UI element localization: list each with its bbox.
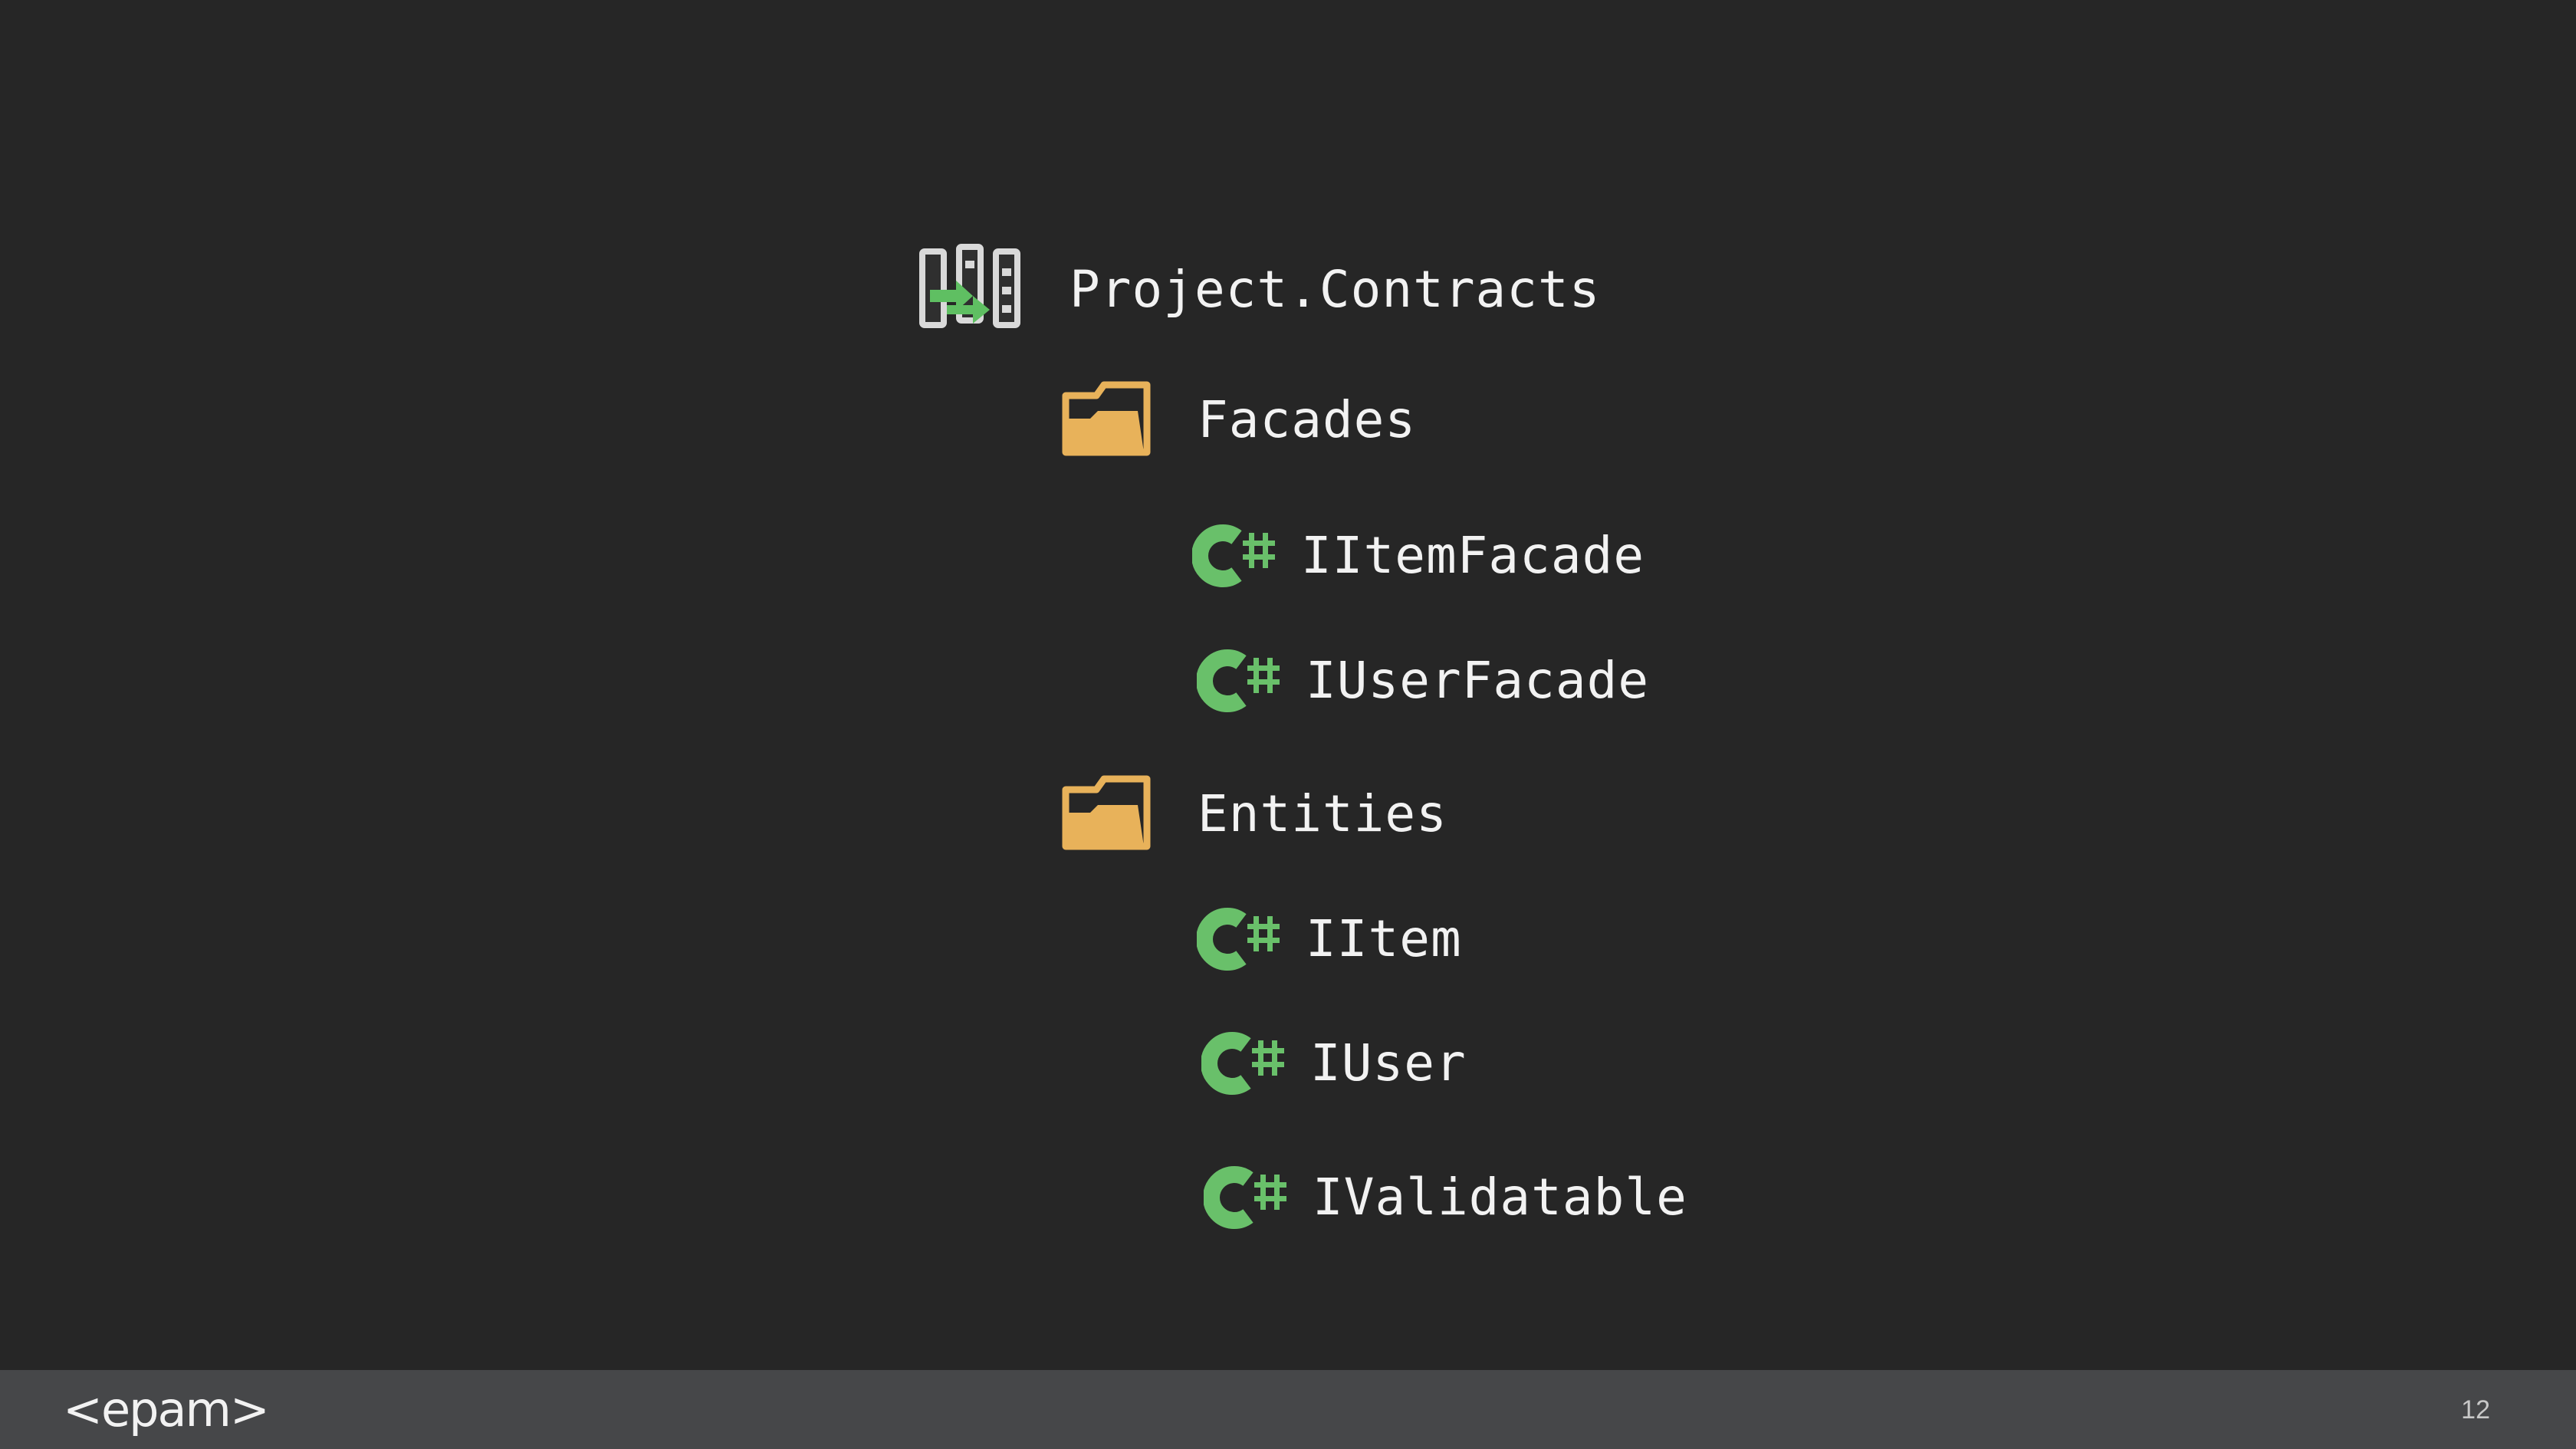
folder-label: Facades [1198,390,1417,449]
tree-item-file[interactable]: IValidatable [1204,1152,1740,1244]
file-label: IUserFacade [1306,651,1650,710]
tree-item-file[interactable]: IItem [1197,893,1580,985]
file-label: IValidatable [1313,1168,1687,1227]
tree-item-project[interactable]: Project.Contracts [916,244,1668,336]
file-label: IUser [1310,1033,1467,1092]
tree-item-folder-facades[interactable]: Facades [1058,374,1457,466]
folder-icon [1062,381,1151,456]
tree-item-folder-entities[interactable]: Entities [1058,768,1457,860]
csharp-file-icon [1204,1166,1286,1229]
csharp-file-icon [1197,649,1280,712]
page-number: 12 [2461,1395,2490,1424]
footer-bar: <epam> 12 [0,1370,2576,1449]
tree-item-file[interactable]: IUser [1201,1017,1585,1109]
csharp-project-icon [919,244,1020,328]
file-label: IItem [1306,909,1462,968]
file-label: IItemFacade [1301,526,1645,585]
csharp-file-icon [1197,908,1280,971]
project-label: Project.Contracts [1070,260,1601,319]
epam-logo: <epam> [63,1382,270,1438]
tree-item-file[interactable]: IUserFacade [1197,635,1733,727]
csharp-file-icon [1192,524,1275,587]
folder-icon [1062,775,1151,850]
folder-label: Entities [1198,784,1447,843]
csharp-file-icon [1201,1032,1284,1095]
tree-item-file[interactable]: IItemFacade [1192,510,1729,602]
